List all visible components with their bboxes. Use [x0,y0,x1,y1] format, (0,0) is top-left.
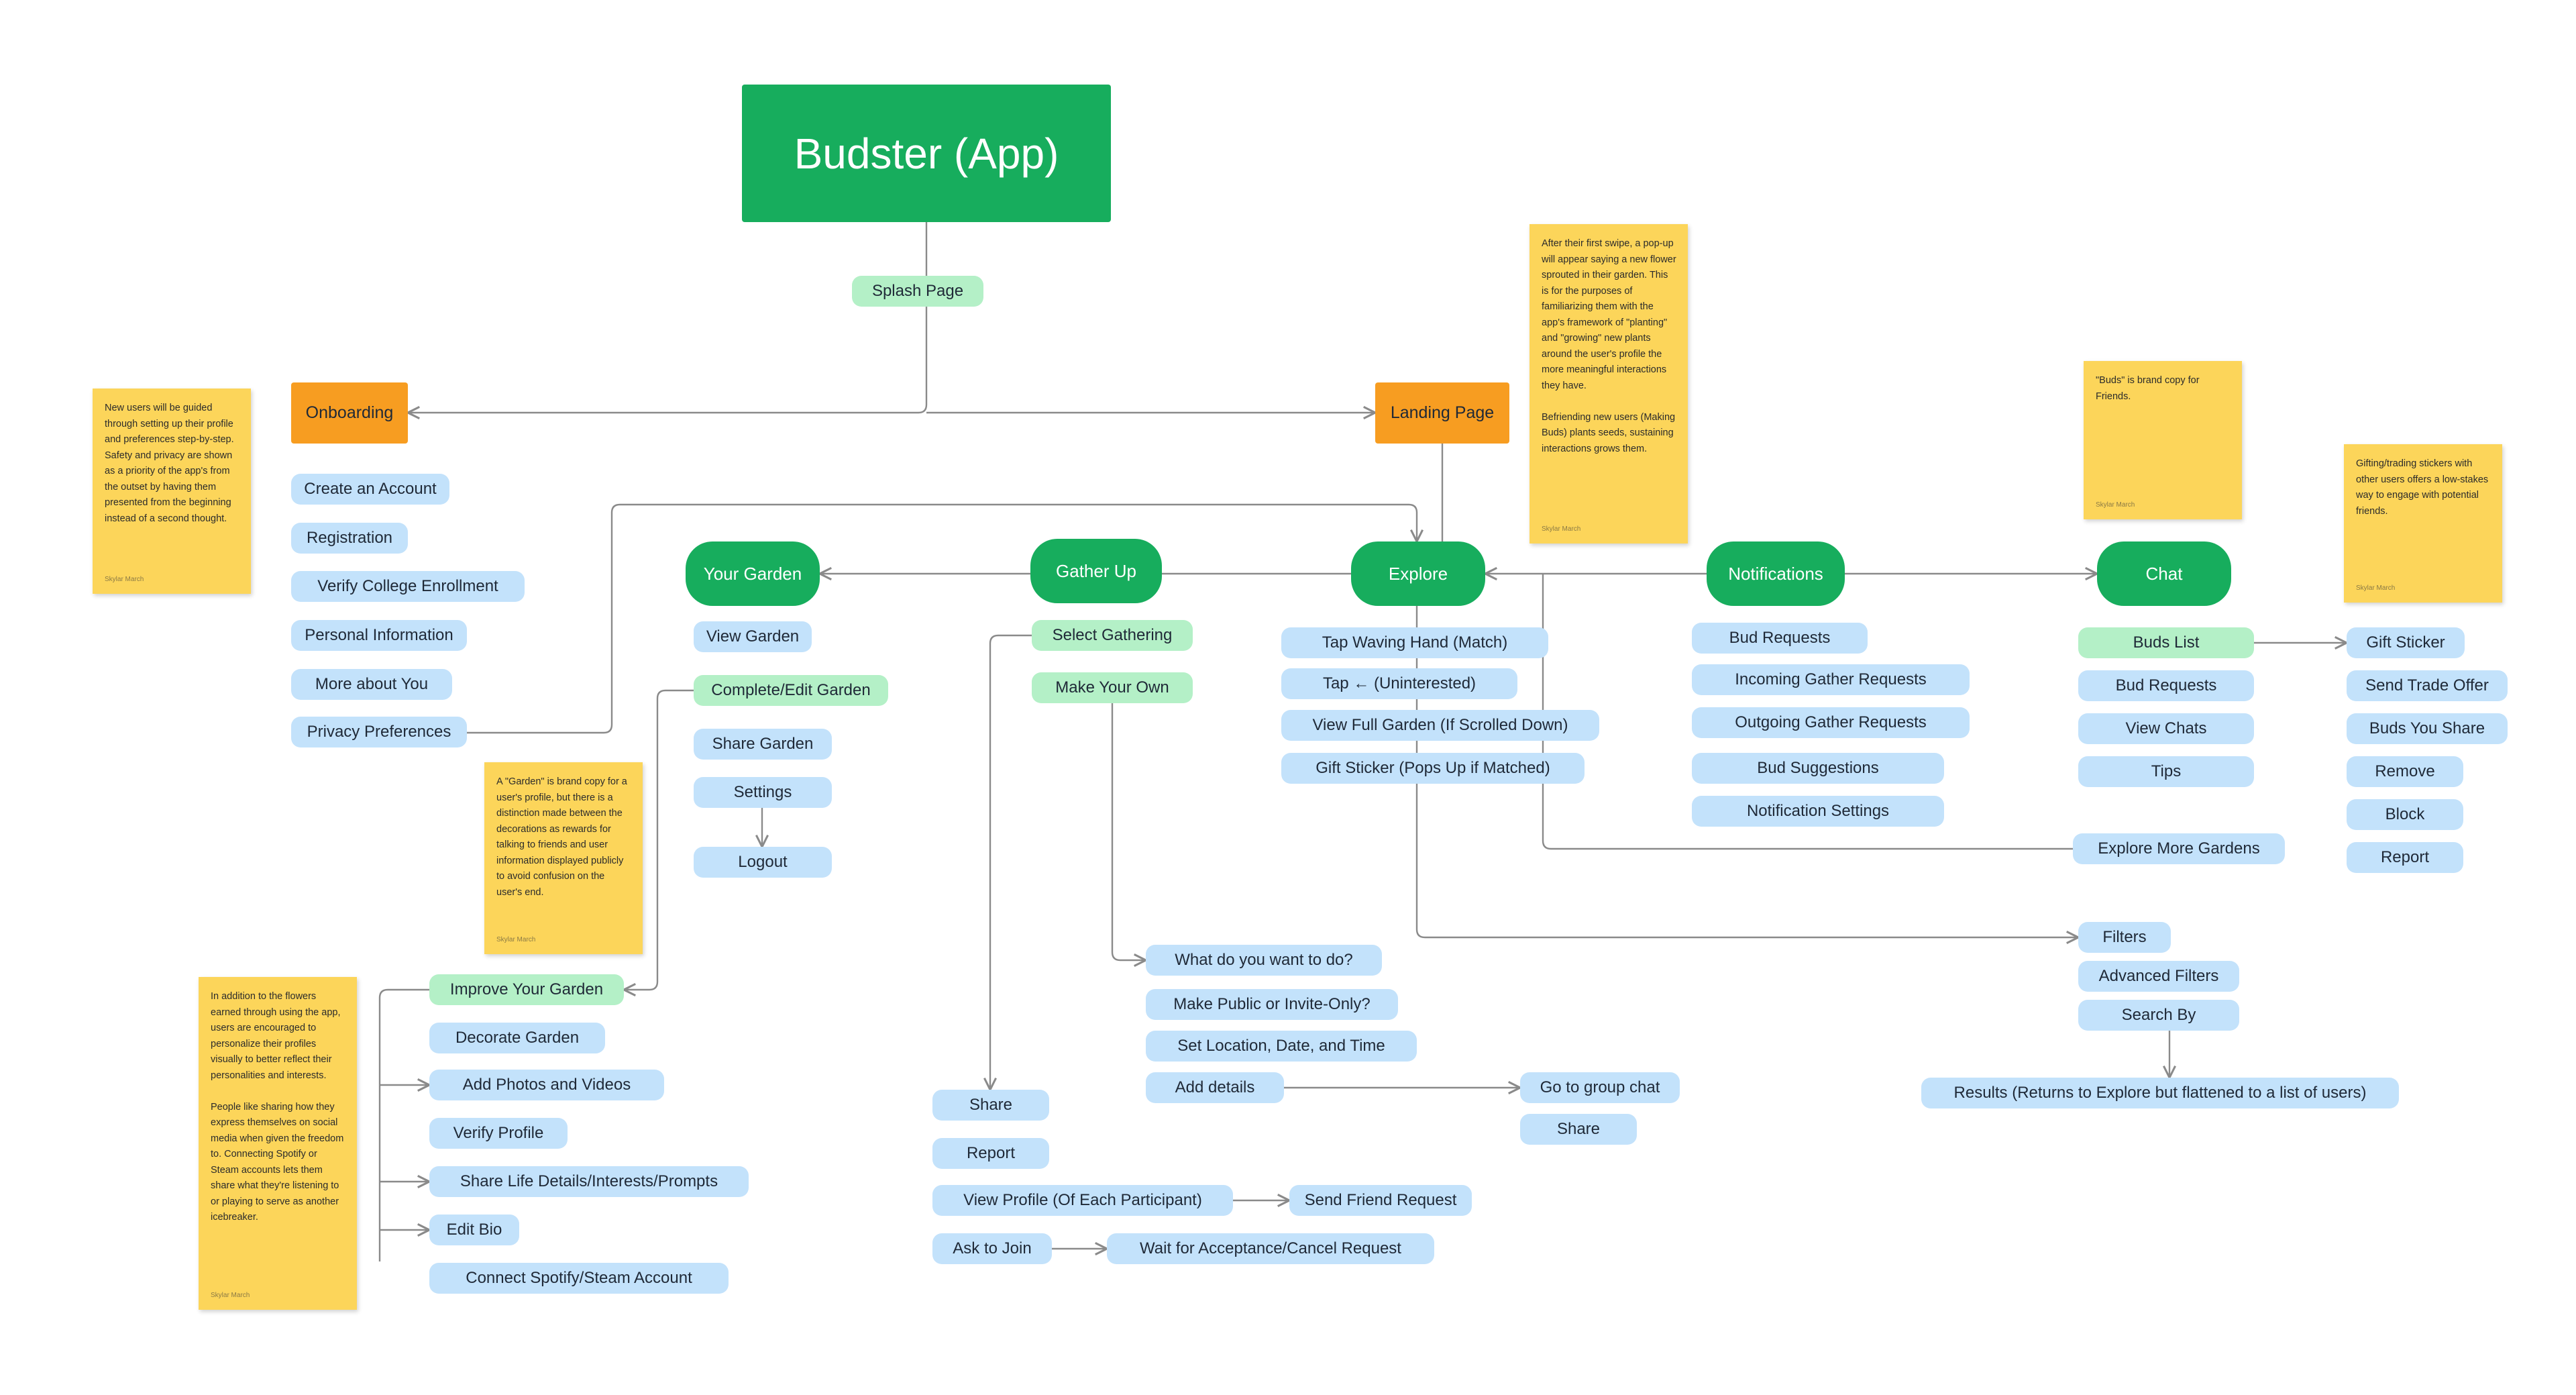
onboarding-node: Onboarding [291,382,408,444]
sticky-note-text: Gifting/trading stickers with other user… [2356,458,2489,517]
connector [467,503,1417,734]
advanced-filters-node: Advanced Filters [2078,961,2239,992]
onboarding-item: Personal Information [291,620,467,651]
gather-up-node: Gather Up [1030,539,1162,603]
make-step: Add details [1146,1072,1284,1103]
connector [408,307,928,413]
sticky-note-text: After their first swipe, a pop-up will a… [1542,238,1676,454]
chat-item: Tips [2078,756,2254,787]
sticky-note-author: Skylar March [2356,584,2396,592]
onboarding-item: Registration [291,523,408,554]
onboarding-item: Verify College Enrollment [291,571,525,602]
notifications-node: Notifications [1707,541,1845,606]
your-garden-item: Complete/Edit Garden [694,675,888,706]
notifications-item: Bud Suggestions [1692,753,1944,784]
chat-node: Chat [2097,541,2231,606]
improve-garden-node: Improve Your Garden [429,974,624,1005]
search-by-node: Search By [2078,1000,2239,1031]
connector [1111,703,1146,960]
send-friend-request-node: Send Friend Request [1289,1185,1472,1216]
buds-action: Remove [2347,756,2463,787]
sticky-note-garden: A "Garden" is brand copy for a user's pr… [484,762,643,954]
connector [378,988,429,1261]
landing-page-node: Landing Page [1375,382,1509,444]
onboarding-item: Create an Account [291,474,449,505]
buds-action: Send Trade Offer [2347,670,2508,701]
buds-action: Report [2347,842,2463,873]
select-action: Ask to Join [932,1233,1052,1264]
connector [624,689,694,990]
buds-action: Buds You Share [2347,713,2508,744]
explore-item: Gift Sticker (Pops Up if Matched) [1281,753,1585,784]
your-garden-item: Logout [694,847,832,878]
make-step: Set Location, Date, and Time [1146,1031,1417,1062]
improve-item: Verify Profile [429,1118,568,1149]
go-to-group-chat-node: Go to group chat [1520,1072,1680,1103]
splash-page-node: Splash Page [852,276,983,307]
explore-more-gardens-node: Explore More Gardens [2073,833,2285,864]
chat-item: View Chats [2078,713,2254,744]
select-action: View Profile (Of Each Participant) [932,1185,1233,1216]
sticky-note-text: New users will be guided through setting… [105,403,234,524]
select-gathering-node: Select Gathering [1032,620,1193,651]
chat-item: Buds List [2078,627,2254,658]
results-node: Results (Returns to Explore but flattene… [1921,1078,2399,1108]
onboarding-item: Privacy Preferences [291,717,467,747]
filters-node: Filters [2078,922,2171,953]
notifications-item: Outgoing Gather Requests [1692,707,1970,738]
improve-item: Share Life Details/Interests/Prompts [429,1166,749,1197]
share-gathering-node: Share [1520,1114,1637,1145]
make-step: What do you want to do? [1146,945,1382,976]
notifications-item: Bud Requests [1692,623,1868,654]
explore-item: View Full Garden (If Scrolled Down) [1281,710,1599,741]
sticky-note-first-swipe: After their first swipe, a pop-up will a… [1529,224,1688,544]
your-garden-item: View Garden [694,621,812,652]
buds-action: Gift Sticker [2347,627,2465,658]
app-title: Budster (App) [742,85,1111,222]
sticky-note-onboarding: New users will be guided through setting… [93,389,251,594]
sticky-note-buds: "Buds" is brand copy for Friends. Skylar… [2084,361,2242,519]
make-step: Make Public or Invite-Only? [1146,989,1398,1020]
notifications-item: Notification Settings [1692,796,1944,827]
notifications-item: Incoming Gather Requests [1692,664,1970,695]
explore-node: Explore [1351,541,1485,606]
explore-item: Tap Waving Hand (Match) [1281,627,1548,658]
sticky-note-author: Skylar March [2096,501,2135,509]
improve-item: Edit Bio [429,1215,519,1245]
sticky-note-author: Skylar March [1542,525,1581,533]
select-action: Report [932,1138,1049,1169]
make-your-own-node: Make Your Own [1032,672,1193,703]
sticky-note-author: Skylar March [211,1292,250,1299]
wait-acceptance-node: Wait for Acceptance/Cancel Request [1107,1233,1434,1264]
connector [990,634,1032,1090]
explore-item: Tap ← (Uninterested) [1281,668,1517,699]
your-garden-item: Settings [694,777,832,808]
sticky-note-text: A "Garden" is brand copy for a user's pr… [496,776,627,898]
sticky-note-text: "Buds" is brand copy for Friends. [2096,375,2200,402]
sticky-note-text: In addition to the flowers earned throug… [211,991,344,1223]
improve-item: Decorate Garden [429,1023,605,1053]
connector [1542,574,2073,850]
improve-item: Connect Spotify/Steam Account [429,1263,729,1294]
sticky-note-flowers: In addition to the flowers earned throug… [199,977,357,1310]
sticky-note-stickers: Gifting/trading stickers with other user… [2344,444,2502,603]
buds-action: Block [2347,799,2463,830]
select-action: Share [932,1090,1049,1121]
your-garden-item: Share Garden [694,729,832,760]
onboarding-item: More about You [291,669,452,700]
sticky-note-author: Skylar March [105,576,144,583]
chat-item: Bud Requests [2078,670,2254,701]
connector [1415,606,2078,937]
improve-item: Add Photos and Videos [429,1070,664,1100]
sticky-note-author: Skylar March [496,936,536,943]
your-garden-node: Your Garden [686,541,820,606]
